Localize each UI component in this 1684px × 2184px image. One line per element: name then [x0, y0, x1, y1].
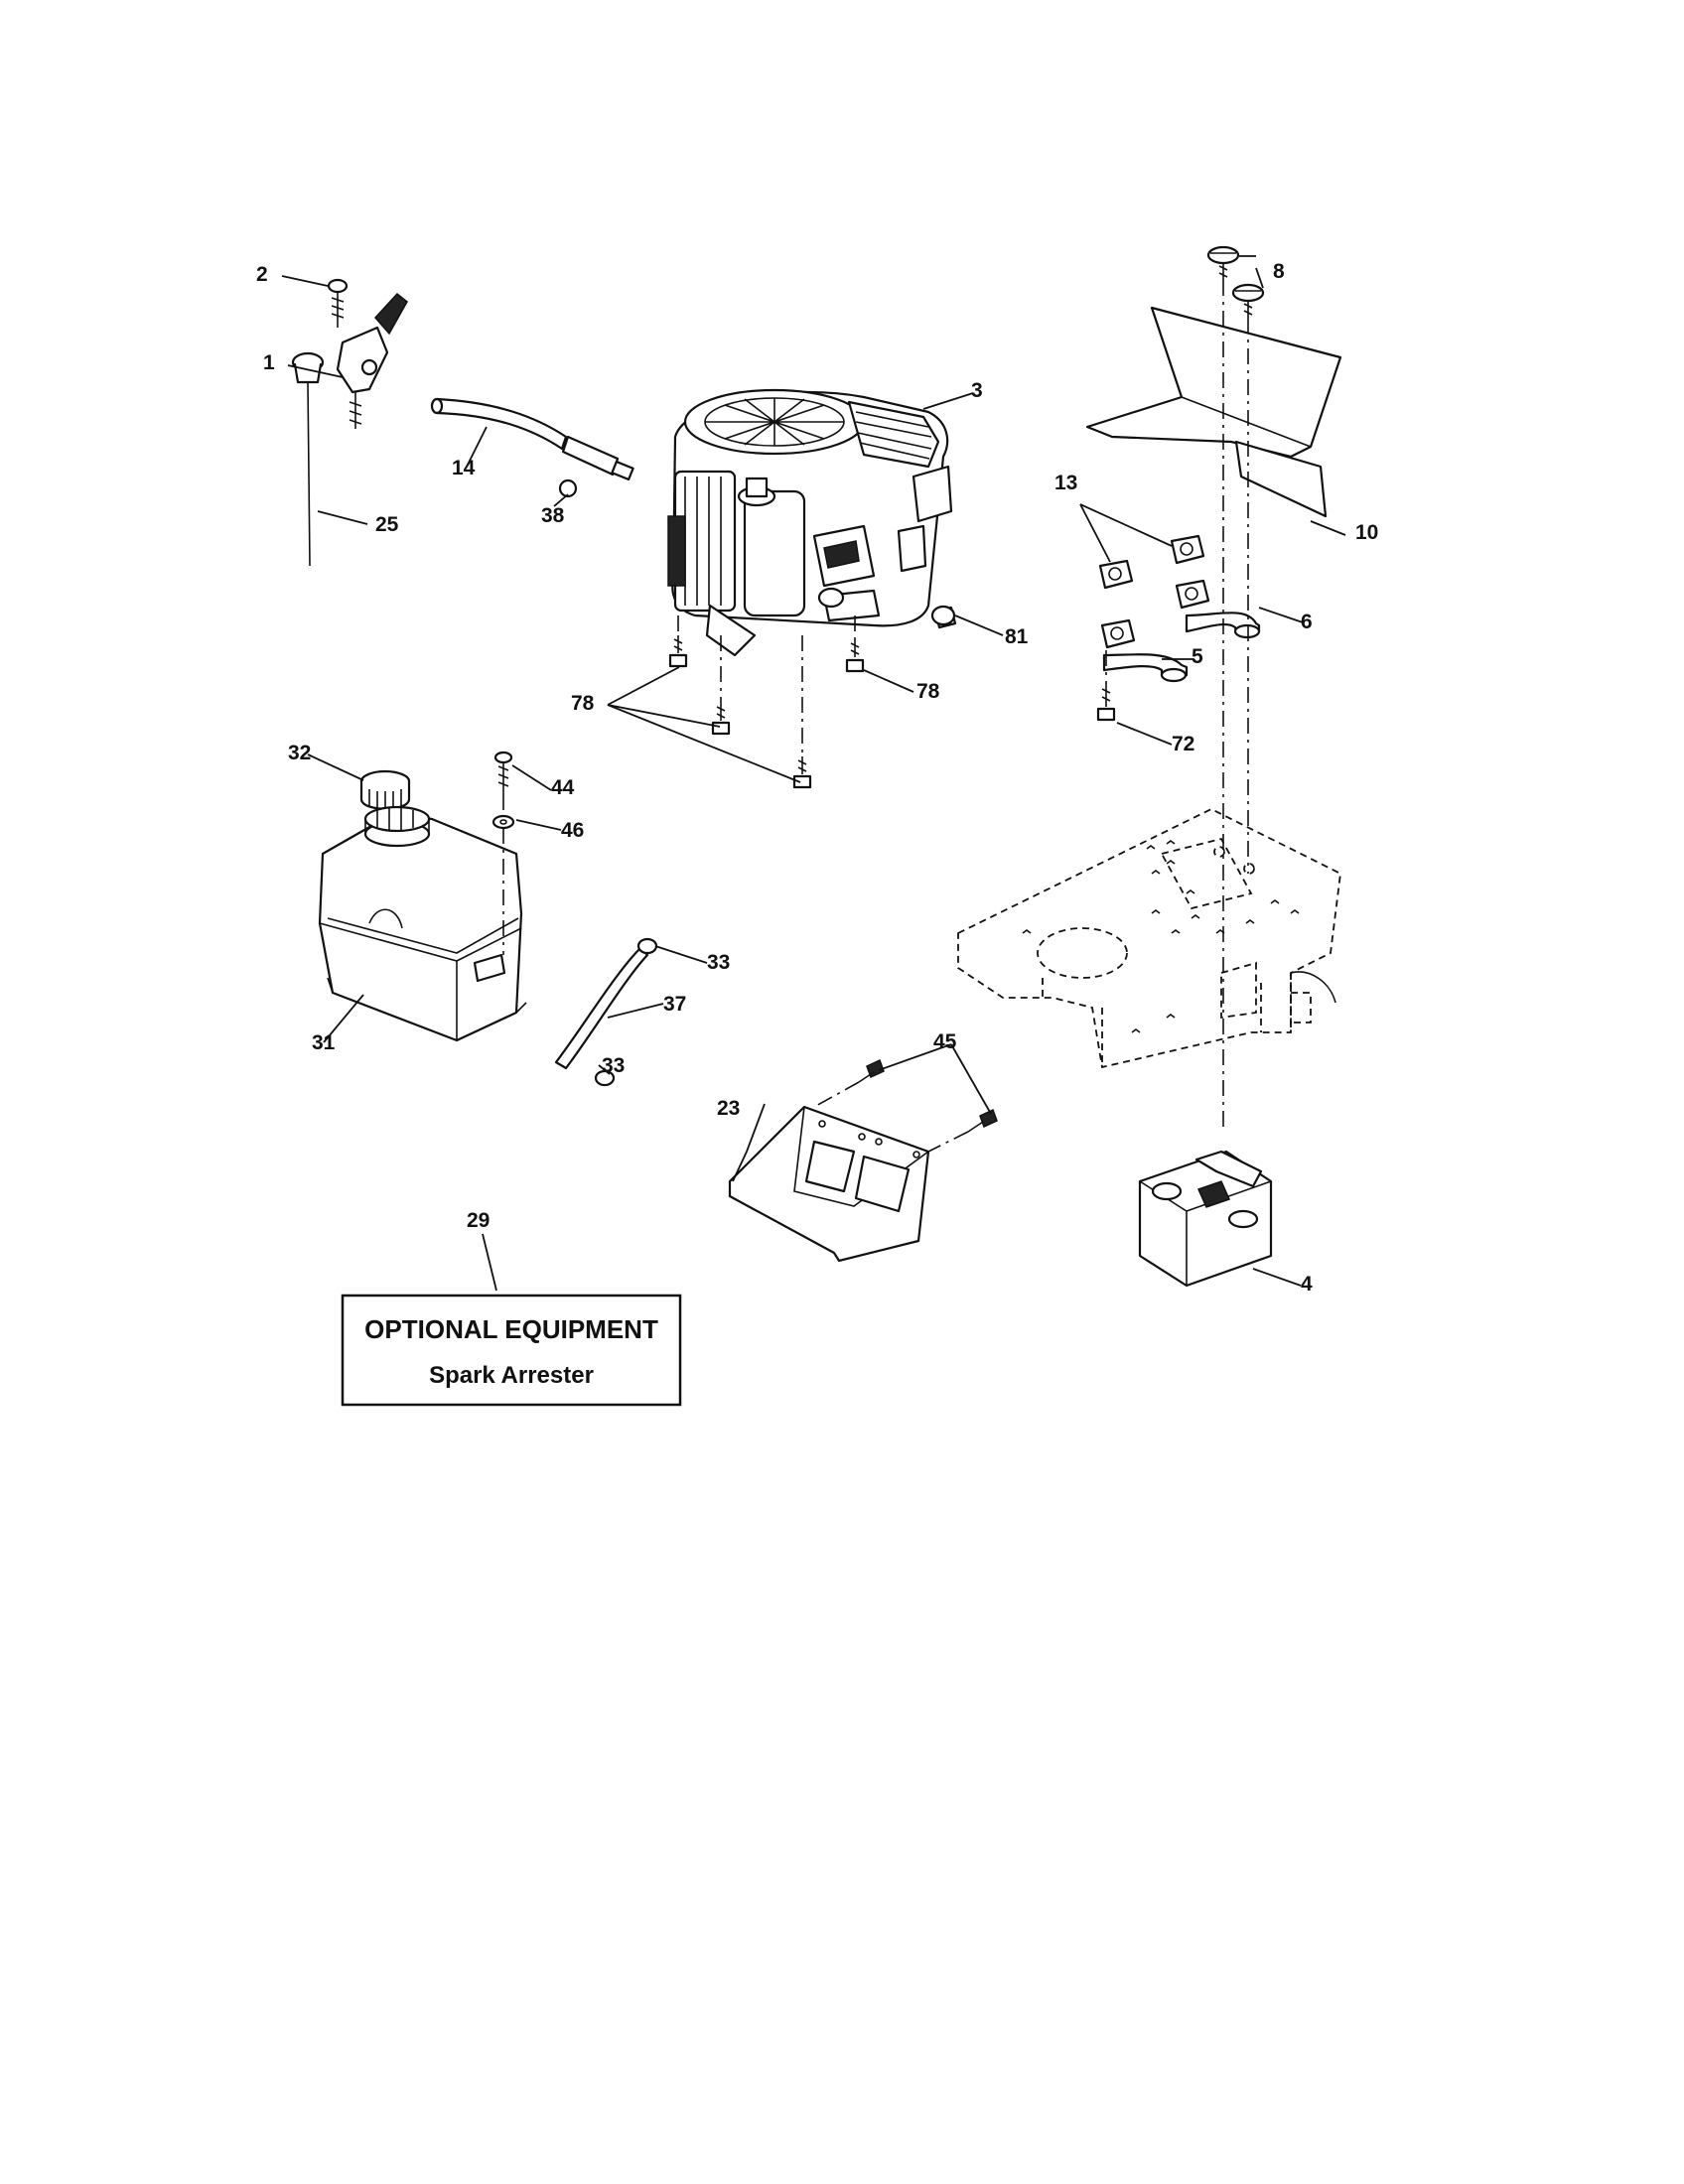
callout-2: 2	[256, 263, 268, 286]
nut-part-81	[930, 605, 957, 629]
bolt-part-45-b	[967, 1108, 998, 1133]
gasket-part-13-b	[1170, 534, 1205, 565]
callout-4: 4	[1301, 1273, 1313, 1296]
callout-1: 1	[263, 351, 275, 374]
callout-23: 23	[717, 1097, 740, 1120]
gasket-part-13-d	[1100, 618, 1136, 649]
callout-8: 8	[1273, 260, 1285, 283]
bolt-part-78-low	[792, 756, 812, 789]
callout-5: 5	[1192, 645, 1203, 668]
callout-72: 72	[1172, 733, 1194, 755]
screw-part-8-b	[1231, 283, 1265, 318]
washer-part-46	[491, 814, 515, 830]
leader-lines	[281, 255, 1346, 1292]
callout-37: 37	[663, 993, 686, 1016]
fuel-filter-part-38	[558, 435, 634, 498]
callout-45: 45	[933, 1030, 957, 1053]
callout-13: 13	[1054, 472, 1077, 494]
choke-knob-part-25	[291, 351, 325, 567]
callout-25: 25	[375, 513, 399, 536]
callout-31: 31	[312, 1031, 336, 1054]
callout-78-right: 78	[916, 680, 940, 703]
optional-equipment-subtitle: Spark Arrester	[429, 1362, 594, 1389]
callout-46: 46	[561, 819, 584, 842]
callout-32: 32	[288, 742, 311, 764]
callout-33-bottom: 33	[602, 1054, 625, 1077]
screw-part-2	[327, 278, 349, 328]
callout-14: 14	[452, 457, 476, 479]
clamp-part-33-top	[636, 937, 658, 955]
engine-part-3	[667, 388, 953, 657]
fuel-cap-part-32	[359, 769, 411, 810]
callout-29: 29	[467, 1209, 490, 1232]
callout-33-top: 33	[707, 951, 730, 974]
callout-6: 6	[1301, 611, 1313, 633]
chassis-frame	[957, 807, 1341, 1069]
heat-shield-part-10	[1085, 306, 1342, 518]
gasket-part-13-a	[1098, 559, 1134, 590]
muffler-part-4	[1138, 1150, 1273, 1288]
callout-10: 10	[1355, 521, 1378, 544]
bolt-part-78-right	[845, 639, 865, 673]
bolt-part-78-left	[668, 635, 688, 668]
screw-part-44	[493, 751, 513, 794]
bracket-part-23	[728, 1105, 930, 1263]
fuel-hose-part-14	[430, 397, 568, 451]
callout-44: 44	[551, 776, 575, 799]
callout-labels: 2 1 3 8 10 13 6 5 72 14 25 38 81 78 78 3…	[256, 260, 1378, 1296]
bolt-part-45-a	[858, 1058, 885, 1083]
optional-equipment-title: OPTIONAL EQUIPMENT	[364, 1314, 658, 1344]
gasket-part-13-c	[1175, 579, 1210, 610]
bolt-part-78-mid	[711, 703, 731, 736]
callout-78-left: 78	[571, 692, 595, 715]
callout-3: 3	[971, 379, 983, 402]
fuel-line-part-37	[554, 946, 649, 1070]
optional-equipment-box: OPTIONAL EQUIPMENT Spark Arrester	[341, 1294, 682, 1407]
throttle-control-part-1	[336, 292, 408, 429]
fuel-tank-part-31	[318, 805, 527, 1042]
callout-38: 38	[541, 504, 565, 527]
screw-part-8-a	[1206, 245, 1240, 280]
callout-81: 81	[1005, 625, 1029, 648]
bolt-part-72	[1096, 685, 1116, 722]
